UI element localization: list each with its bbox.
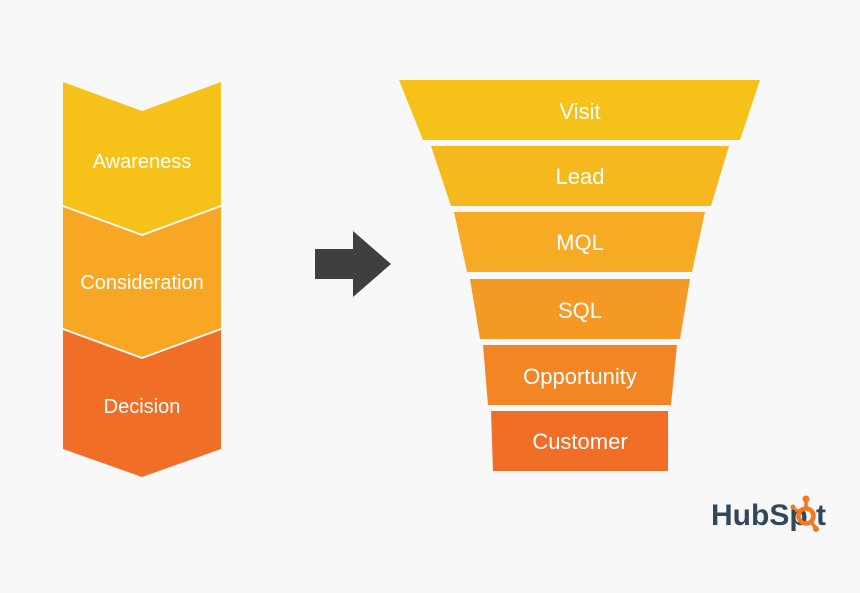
buyer-journey: Awareness Consideration Decision [63, 82, 221, 477]
funnel-level-sql-shape [470, 279, 690, 339]
funnel-level-opportunity-shape [483, 345, 677, 405]
stage-awareness-label: Awareness [93, 151, 192, 173]
right-arrow-icon [315, 231, 391, 297]
sales-funnel: Visit Lead MQL SQL Opportunity Customer [399, 80, 760, 471]
logo-text-after: t [816, 499, 826, 532]
stage-awareness-shape [63, 82, 221, 234]
funnel-level-customer-shape [491, 411, 668, 471]
stage-consideration-shape [63, 207, 221, 357]
funnel-level-mql-shape [454, 212, 705, 272]
hubspot-logo: HubSp t [711, 495, 826, 532]
stage-consideration-label: Consideration [80, 272, 203, 294]
funnel-level-visit-shape [399, 80, 760, 140]
stage-decision-label: Decision [104, 396, 181, 418]
funnel-level-visit-label: Visit [559, 99, 600, 124]
logo-text-before: HubSp [711, 499, 808, 532]
funnel-level-sql-label: SQL [558, 298, 602, 323]
sprocket-icon [790, 495, 819, 532]
funnel-level-mql-label: MQL [556, 230, 604, 255]
stage-decision-shape [63, 330, 221, 477]
funnel-level-lead-label: Lead [556, 164, 605, 189]
funnel-level-lead-shape [431, 146, 729, 206]
funnel-level-customer-label: Customer [532, 429, 627, 454]
funnel-level-opportunity-label: Opportunity [523, 364, 637, 389]
